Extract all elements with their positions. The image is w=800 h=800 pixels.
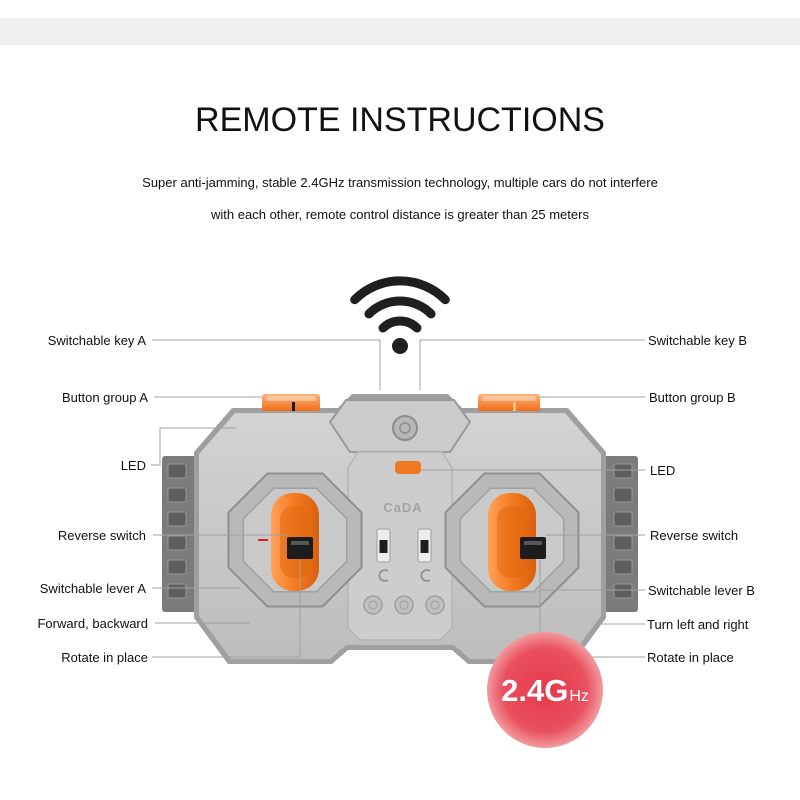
top-band (0, 18, 800, 45)
frequency-badge: 2.4GHz (487, 632, 603, 748)
right-grip-tooth (613, 535, 633, 551)
left-joystick (227, 472, 363, 608)
right-grip-tooth (613, 583, 633, 599)
right-side-grip (600, 456, 638, 612)
callout-lines (151, 339, 645, 658)
frequency-badge-circle (487, 632, 603, 748)
brand-logo: CaDA (383, 500, 422, 515)
line-switchable-key-b (419, 339, 645, 390)
round-button-icon (363, 595, 445, 615)
wifi-arc-medium (364, 296, 436, 319)
button-group-b (478, 394, 540, 411)
left-grip-tooth (167, 511, 187, 527)
button-group-b-mark (513, 402, 516, 411)
button-group-a-mark (292, 402, 295, 411)
label-switchable-lever-a: Switchable lever A (40, 581, 147, 596)
badge-unit: Hz (569, 688, 589, 705)
label-button-group-b: Button group B (649, 390, 736, 405)
round-button-1 (363, 595, 383, 615)
wifi-signal-icon (350, 276, 450, 354)
label-reverse-switch-a: Reverse switch (58, 528, 146, 543)
reverse-switch-a (287, 537, 313, 559)
label-reverse-switch-b: Reverse switch (650, 528, 738, 543)
callout-labels-left: Switchable key A Button group A LED Reve… (37, 333, 148, 665)
left-grip-tooth (167, 583, 187, 599)
right-joystick (444, 472, 580, 608)
frequency-badge-text: 2.4GHz (501, 673, 589, 708)
button-group-a (262, 394, 320, 411)
label-forward-backward: Forward, backward (37, 616, 148, 631)
button-group-a-highlight (266, 396, 316, 401)
right-grip-tooth (613, 463, 633, 479)
reverse-switch-b-slot (524, 541, 542, 545)
label-led-right: LED (650, 463, 675, 478)
left-grip-tooth (167, 535, 187, 551)
center-switch-left (376, 528, 391, 563)
right-grip-tooth (613, 559, 633, 575)
center-switch-right-slider (420, 540, 429, 553)
label-button-group-a: Button group A (62, 390, 148, 405)
wifi-arc-large (350, 276, 450, 305)
left-grip-tooth (167, 487, 187, 503)
badge-value: 2.4G (501, 673, 568, 708)
label-rotate-in-place-left: Rotate in place (61, 650, 148, 665)
subtitle-line-2: with each other, remote control distance… (211, 207, 589, 222)
callout-labels-right: Switchable key B Button group B LED Reve… (647, 333, 755, 665)
led-indicator (395, 461, 421, 474)
wifi-dot (392, 338, 408, 354)
reverse-switch-a-slot (291, 541, 309, 545)
button-group-b-highlight (482, 396, 536, 401)
round-button-1-inner (368, 600, 378, 610)
label-turn-left-right: Turn left and right (647, 617, 749, 632)
right-grip-tooth (613, 511, 633, 527)
wifi-arc-small (378, 316, 422, 333)
power-button-icon (392, 415, 418, 441)
page-title: REMOTE INSTRUCTIONS (195, 101, 605, 139)
left-grip-tooth (167, 463, 187, 479)
subtitle-line-1: Super anti-jamming, stable 2.4GHz transm… (142, 175, 658, 190)
line-led-left (151, 427, 236, 466)
center-switch-left-slider (379, 540, 388, 553)
left-grip-tooth (167, 559, 187, 575)
lever-b-inner (497, 506, 527, 578)
rotate-left-icon (378, 569, 389, 582)
round-button-2 (394, 595, 414, 615)
center-switch-right (417, 528, 432, 563)
center-button-outer (392, 415, 418, 441)
line-switchable-key-a (152, 339, 381, 390)
label-switchable-lever-b: Switchable lever B (648, 583, 755, 598)
round-button-3 (425, 595, 445, 615)
left-side-grip (162, 456, 200, 612)
round-button-2-inner (399, 600, 409, 610)
label-switchable-key-b: Switchable key B (648, 333, 747, 348)
label-switchable-key-a: Switchable key A (48, 333, 147, 348)
center-button-inner (399, 422, 411, 434)
label-rotate-in-place-right: Rotate in place (647, 650, 734, 665)
right-grip-tooth (613, 487, 633, 503)
round-button-3-inner (430, 600, 440, 610)
reverse-switch-b (520, 537, 546, 559)
line-rotate-in-place-left (152, 560, 301, 658)
label-led-left: LED (121, 458, 146, 473)
rotate-right-icon (420, 569, 431, 582)
